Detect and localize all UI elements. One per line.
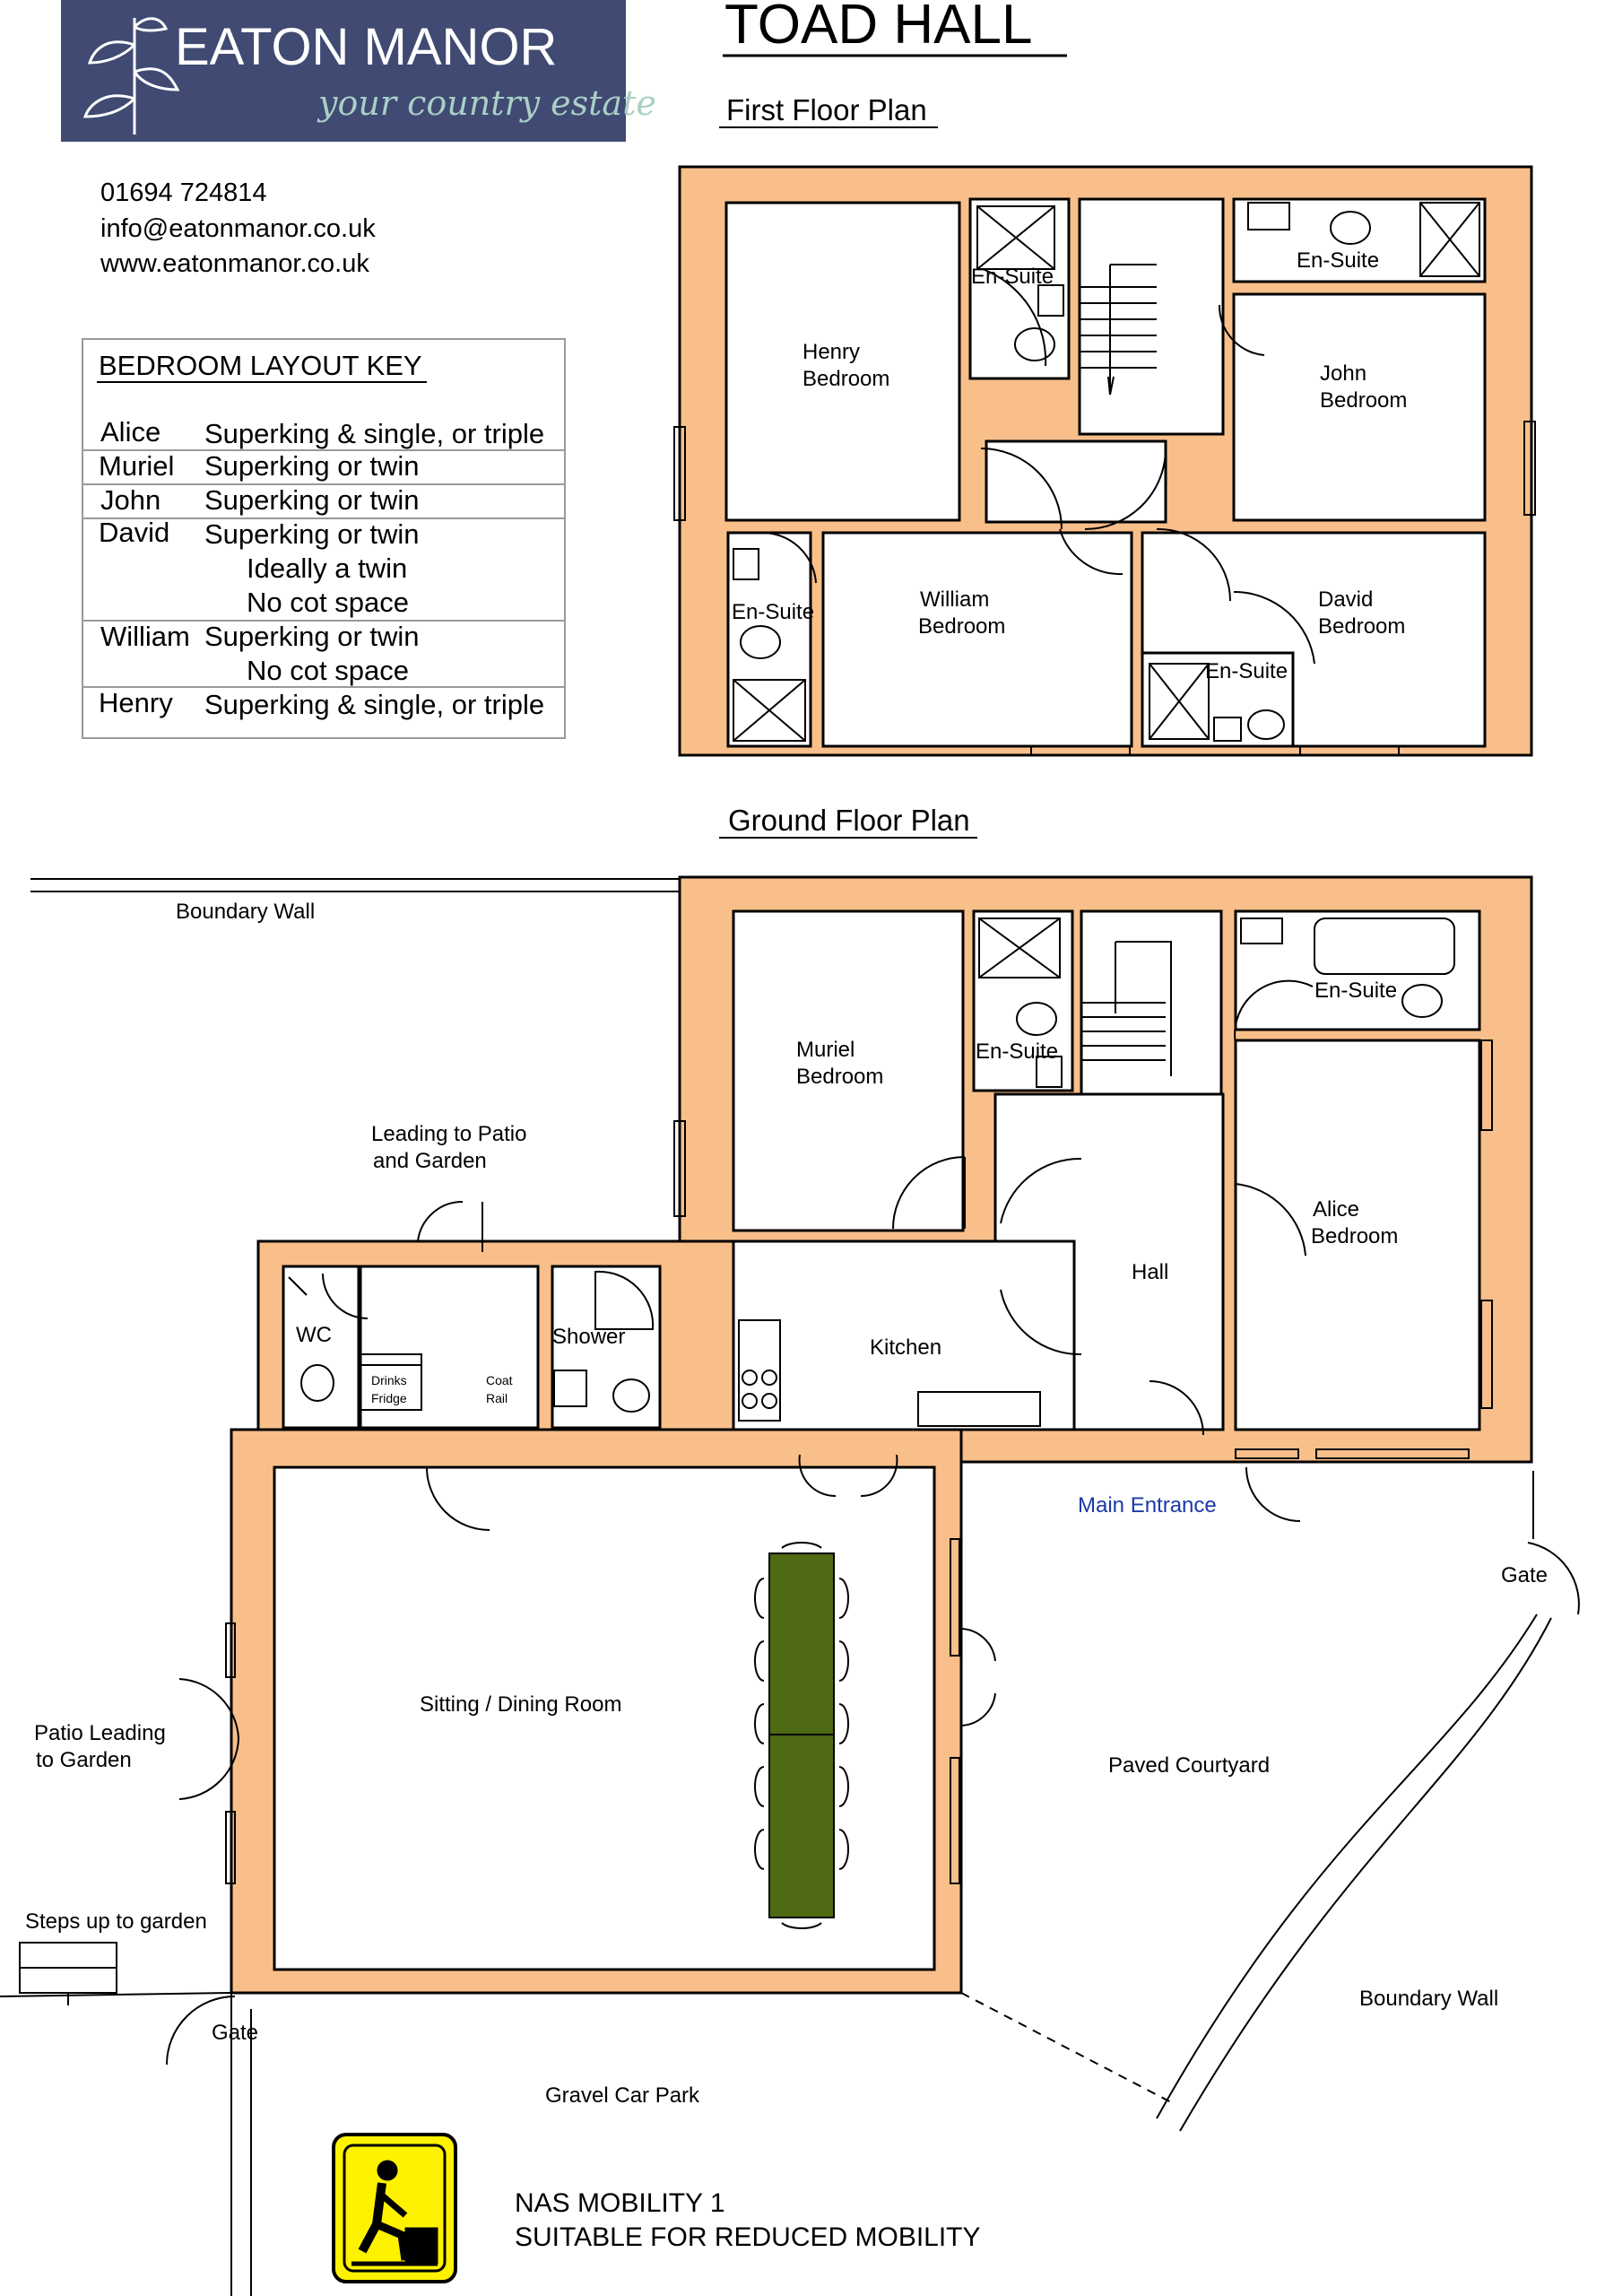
contact-phone: 01694 724814 xyxy=(100,178,266,207)
room-muriel xyxy=(732,909,965,1232)
key-name-alice: Alice xyxy=(100,416,160,448)
key-desc-william-2: No cot space xyxy=(247,655,409,686)
alice-label-2: Bedroom xyxy=(1311,1224,1398,1248)
paved-courtyard-label: Paved Courtyard xyxy=(1108,1753,1270,1778)
room-muriel-ensuite xyxy=(972,909,1074,1092)
kitchen-label: Kitchen xyxy=(870,1335,941,1360)
david-label-2: Bedroom xyxy=(1318,614,1405,639)
hall-label: Hall xyxy=(1132,1260,1168,1284)
room-kitchen xyxy=(732,1239,1076,1431)
leading-patio-label-2: and Garden xyxy=(373,1149,487,1173)
corridor xyxy=(359,1265,540,1430)
key-name-william: William xyxy=(100,621,190,652)
room-henry xyxy=(724,201,961,522)
gate-right-label: Gate xyxy=(1501,1563,1548,1587)
brand-tagline: your country estate xyxy=(317,83,656,123)
alice-ensuite-label: En-Suite xyxy=(1314,978,1397,1003)
key-desc-alice: Superking & single, or triple xyxy=(204,418,544,449)
page-title: TOAD HALL xyxy=(724,0,1032,56)
gate-left-label: Gate xyxy=(212,2021,258,2045)
drinks-fridge-label-1: Drinks xyxy=(371,1373,407,1387)
key-desc-john: Superking or twin xyxy=(204,484,420,516)
bedroom-layout-key: BEDROOM LAYOUT KEY Alice Superking & sin… xyxy=(82,338,566,739)
stairwell xyxy=(1078,197,1225,436)
key-name-muriel: Muriel xyxy=(99,450,174,482)
shower-label: Shower xyxy=(552,1325,625,1349)
wc-label: WC xyxy=(296,1323,332,1347)
room-david-ensuite xyxy=(1141,651,1295,748)
john-ensuite-label: En-Suite xyxy=(1297,248,1379,273)
key-desc-henry: Superking & single, or triple xyxy=(204,689,544,720)
gravel-car-park-label: Gravel Car Park xyxy=(545,2083,700,2108)
henry-label-2: Bedroom xyxy=(802,367,889,391)
room-sitting-dining xyxy=(273,1465,936,1971)
logo: EATON MANOR your country estate xyxy=(61,0,656,142)
muriel-ensuite-label: En-Suite xyxy=(976,1039,1058,1064)
patio-leading-label-2: to Garden xyxy=(36,1748,132,1772)
room-john xyxy=(1232,292,1487,522)
coat-rail-label-2: Rail xyxy=(486,1391,508,1405)
drinks-fridge-label-2: Fridge xyxy=(371,1391,407,1405)
mobility-line-1: NAS MOBILITY 1 xyxy=(515,2188,725,2218)
first-floor-plan: Henry Bedroom En-Suite En-Suite John Bed… xyxy=(673,165,1536,757)
room-william xyxy=(821,531,1133,748)
room-alice xyxy=(1234,1039,1481,1431)
key-desc-david-3: No cot space xyxy=(247,587,409,618)
ground-stairwell xyxy=(1080,909,1223,1105)
boundary-wall-top-label: Boundary Wall xyxy=(176,900,315,924)
john-label-1: John xyxy=(1320,361,1366,386)
steps-label: Steps up to garden xyxy=(25,1909,207,1934)
key-desc-muriel: Superking or twin xyxy=(204,450,420,482)
oak-leaf-icon xyxy=(82,17,180,135)
key-name-john: John xyxy=(100,484,160,516)
muriel-label-2: Bedroom xyxy=(796,1065,883,1089)
first-floor-heading: First Floor Plan xyxy=(726,93,927,126)
ground-floor-heading: Ground Floor Plan xyxy=(728,804,970,837)
muriel-label-1: Muriel xyxy=(796,1038,855,1062)
key-heading: BEDROOM LAYOUT KEY xyxy=(99,350,422,381)
contact-web: www.eatonmanor.co.uk xyxy=(100,249,369,278)
room-henry-ensuite xyxy=(968,197,1071,380)
henry-ensuite-label: En-Suite xyxy=(971,265,1054,289)
key-name-henry: Henry xyxy=(99,687,173,718)
leading-patio-label-1: Leading to Patio xyxy=(371,1122,526,1146)
patio-leading-label-1: Patio Leading xyxy=(34,1721,166,1745)
contact-email: info@eatonmanor.co.uk xyxy=(100,214,376,243)
ground-floor-plan: Boundary Wall xyxy=(0,875,1580,2296)
david-label-1: David xyxy=(1318,587,1373,612)
alice-label-1: Alice xyxy=(1313,1197,1359,1222)
boundary-wall-right-label: Boundary Wall xyxy=(1359,1987,1498,2011)
mobility-line-2: SUITABLE FOR REDUCED MOBILITY xyxy=(515,2222,981,2252)
key-name-david: David xyxy=(99,517,169,548)
room-wc xyxy=(282,1265,360,1430)
henry-label-1: Henry xyxy=(802,340,860,364)
william-ensuite-label: En-Suite xyxy=(732,600,814,624)
dining-chairs xyxy=(754,1541,849,1930)
key-desc-david-1: Superking or twin xyxy=(204,518,420,550)
sitting-dining-label: Sitting / Dining Room xyxy=(420,1692,621,1717)
coat-rail-label-1: Coat xyxy=(486,1373,513,1387)
key-desc-david-2: Ideally a twin xyxy=(247,552,407,584)
room-alice-ensuite xyxy=(1234,909,1481,1031)
david-ensuite-label: En-Suite xyxy=(1205,659,1288,683)
brand-name: EATON MANOR xyxy=(175,18,557,76)
mobility-sign xyxy=(332,2133,457,2283)
john-label-2: Bedroom xyxy=(1320,388,1407,413)
william-label-1: William xyxy=(920,587,989,612)
key-desc-william-1: Superking or twin xyxy=(204,621,420,652)
landing xyxy=(985,439,1167,524)
main-entrance-label: Main Entrance xyxy=(1078,1493,1217,1518)
william-label-2: Bedroom xyxy=(918,614,1005,639)
person-climbing-step-icon xyxy=(351,2160,438,2266)
